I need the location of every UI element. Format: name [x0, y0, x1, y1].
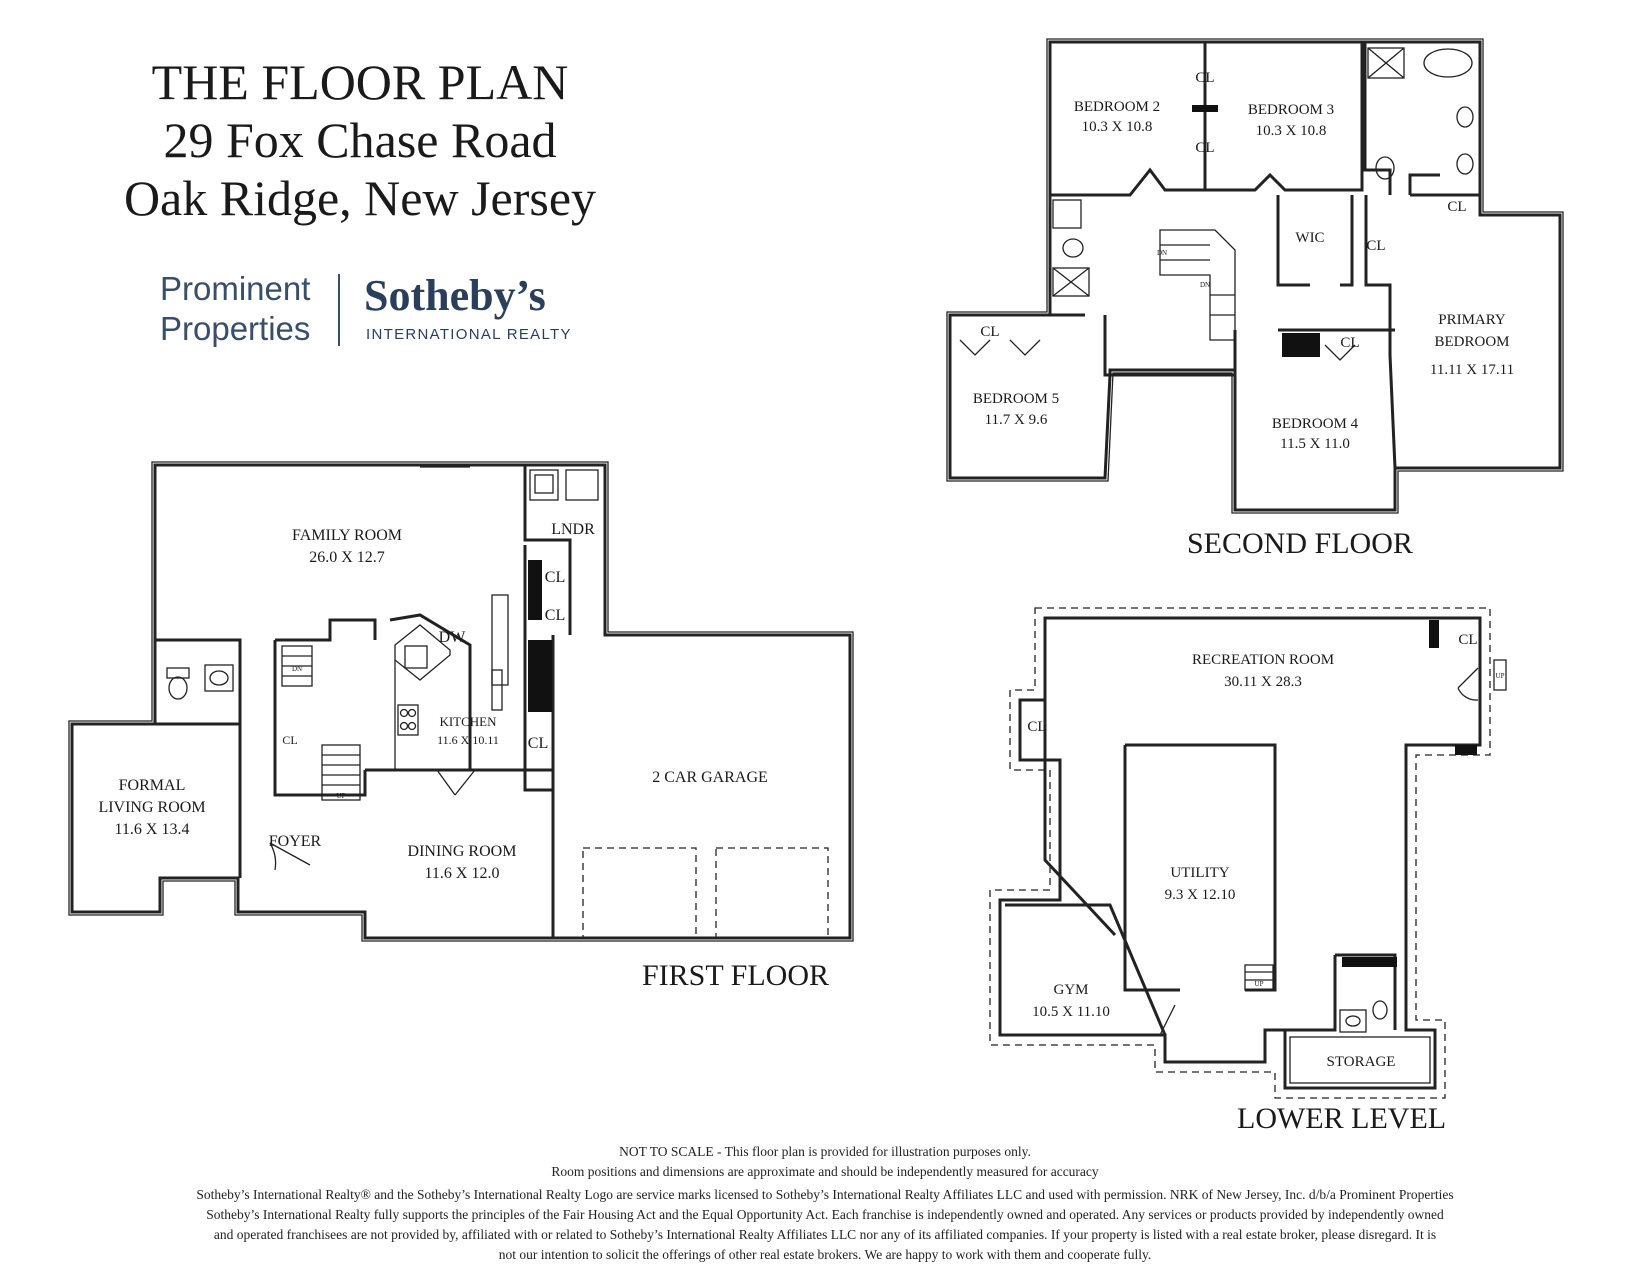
closet-label: CL	[545, 569, 565, 586]
disclaimer-line-1: NOT TO SCALE - This floor plan is provid…	[619, 1144, 1031, 1159]
stairs-dn-label: DN	[1157, 249, 1167, 257]
kitchen-island	[394, 624, 451, 681]
logo-properties: Properties	[160, 310, 311, 347]
legal-line-1: Sotheby’s International Realty® and the …	[196, 1187, 1454, 1202]
second-floor-title: SECOND FLOOR	[1187, 527, 1413, 560]
garage-door-left	[582, 847, 697, 939]
primary-bedroom-dims: 11.11 X 17.11	[1430, 362, 1514, 378]
second-floor-stairs	[1159, 229, 1236, 341]
first-floor-stairs-up	[321, 744, 361, 801]
first-floor-title: FIRST FLOOR	[642, 959, 829, 992]
dining-room-name: DINING ROOM	[408, 843, 517, 860]
shower-icon	[1052, 267, 1090, 297]
closet-label: CL	[282, 733, 297, 747]
recreation-room-dims: 30.11 X 28.3	[1224, 674, 1302, 690]
gym-dims: 10.5 X 11.10	[1032, 1004, 1110, 1020]
closet-label: CL	[1195, 70, 1214, 86]
garage-door-right	[715, 847, 829, 939]
legal-line-2: Sotheby’s International Realty fully sup…	[206, 1207, 1444, 1222]
bedroom4-dims: 11.5 X 11.0	[1280, 436, 1350, 452]
logo-prominent: Prominent	[160, 270, 311, 307]
closet-label: CL	[1458, 632, 1477, 648]
cooktop-icon	[397, 704, 419, 736]
closet-label: CL	[980, 324, 999, 340]
living-room-line2: LIVING ROOM	[98, 799, 205, 816]
legal-line-4: not our intention to solicit the offerin…	[498, 1247, 1152, 1262]
sink-icon	[1052, 199, 1082, 229]
sink-icon	[1456, 106, 1474, 128]
lower-level-stairs-up	[1244, 964, 1274, 991]
plan-title: THE FLOOR PLAN	[151, 54, 569, 110]
bedroom4-name: BEDROOM 4	[1272, 416, 1359, 432]
primary-bedroom-line2: BEDROOM	[1434, 334, 1509, 350]
utility-dims: 9.3 X 12.10	[1165, 887, 1236, 903]
floor-plans-drawing: FAMILY ROOM 26.0 X 12.7 LNDR CL CL CL CL…	[68, 38, 1564, 1135]
closet-label: CL	[1447, 199, 1466, 215]
closet-label: CL	[528, 735, 548, 752]
bedroom2-name: BEDROOM 2	[1074, 99, 1160, 115]
foyer-label: FOYER	[269, 833, 322, 850]
bathtub-icon	[1423, 48, 1473, 78]
kitchen-dims: 11.6 X 10.11	[437, 733, 499, 747]
closet-label: CL	[1027, 719, 1046, 735]
closet-label: CL	[545, 607, 565, 624]
family-room-name: FAMILY ROOM	[292, 527, 402, 544]
first-floor-plan: FAMILY ROOM 26.0 X 12.7 LNDR CL CL CL CL…	[68, 461, 854, 992]
stairs-dn-label: DN	[292, 665, 302, 673]
toilet-icon	[1372, 1000, 1388, 1020]
living-room-dims: 11.6 X 13.4	[115, 821, 190, 838]
stairs-up-label: UP	[337, 792, 346, 800]
toilet-icon	[1375, 156, 1395, 180]
sink-icon	[1456, 153, 1474, 175]
sink-icon	[204, 664, 234, 692]
stairs-dn-label: DN	[1200, 281, 1210, 289]
lower-level-plan: RECREATION ROOM 30.11 X 28.3 CL CL UP UP…	[989, 607, 1507, 1135]
primary-bedroom-line1: PRIMARY	[1438, 312, 1506, 328]
gym-name: GYM	[1053, 982, 1088, 998]
disclaimer-line-2: Room positions and dimensions are approx…	[551, 1164, 1099, 1179]
toilet-icon	[1062, 238, 1084, 258]
stairs-up-label: UP	[1255, 980, 1264, 988]
logo-divider	[338, 274, 340, 346]
legal-line-3: and operated franchisees are not provide…	[213, 1227, 1437, 1242]
laundry-label: LNDR	[551, 521, 595, 538]
recreation-room-name: RECREATION ROOM	[1192, 652, 1334, 668]
storage-label: STORAGE	[1327, 1054, 1396, 1070]
bedroom5-name: BEDROOM 5	[973, 391, 1059, 407]
lower-level-title: LOWER LEVEL	[1237, 1102, 1446, 1135]
bedroom3-name: BEDROOM 3	[1248, 102, 1334, 118]
shower-icon	[1367, 47, 1405, 79]
living-room-line1: FORMAL	[119, 777, 186, 794]
second-floor-plan: BEDROOM 2 10.3 X 10.8 BEDROOM 3 10.3 X 1…	[946, 38, 1564, 560]
closet-label: CL	[1366, 238, 1385, 254]
bedroom3-dims: 10.3 X 10.8	[1256, 123, 1327, 139]
kitchen-name: KITCHEN	[439, 714, 497, 729]
utility-name: UTILITY	[1170, 865, 1229, 881]
brokerage-logo: Prominent Properties Sotheby’s INTERNATI…	[160, 268, 580, 358]
dishwasher-label: DW	[439, 629, 467, 646]
first-floor-stairs-down	[281, 645, 313, 687]
closet-label: CL	[1195, 140, 1214, 156]
logo-sothebys: Sotheby’s	[364, 271, 546, 320]
address-street: 29 Fox Chase Road	[163, 112, 557, 168]
sink-icon	[1339, 1009, 1367, 1033]
dining-room-dims: 11.6 X 12.0	[425, 865, 500, 882]
stairs-up-label: UP	[1496, 672, 1505, 680]
toilet-icon	[168, 676, 188, 700]
family-room-dims: 26.0 X 12.7	[309, 549, 385, 566]
logo-international-realty: INTERNATIONAL REALTY	[366, 326, 572, 343]
closet-label: CL	[1340, 335, 1359, 351]
bedroom5-dims: 11.7 X 9.6	[985, 412, 1048, 428]
bedroom2-dims: 10.3 X 10.8	[1082, 119, 1153, 135]
address-city: Oak Ridge, New Jersey	[123, 170, 597, 226]
wic-label: WIC	[1295, 230, 1324, 246]
garage-label: 2 CAR GARAGE	[652, 769, 768, 786]
